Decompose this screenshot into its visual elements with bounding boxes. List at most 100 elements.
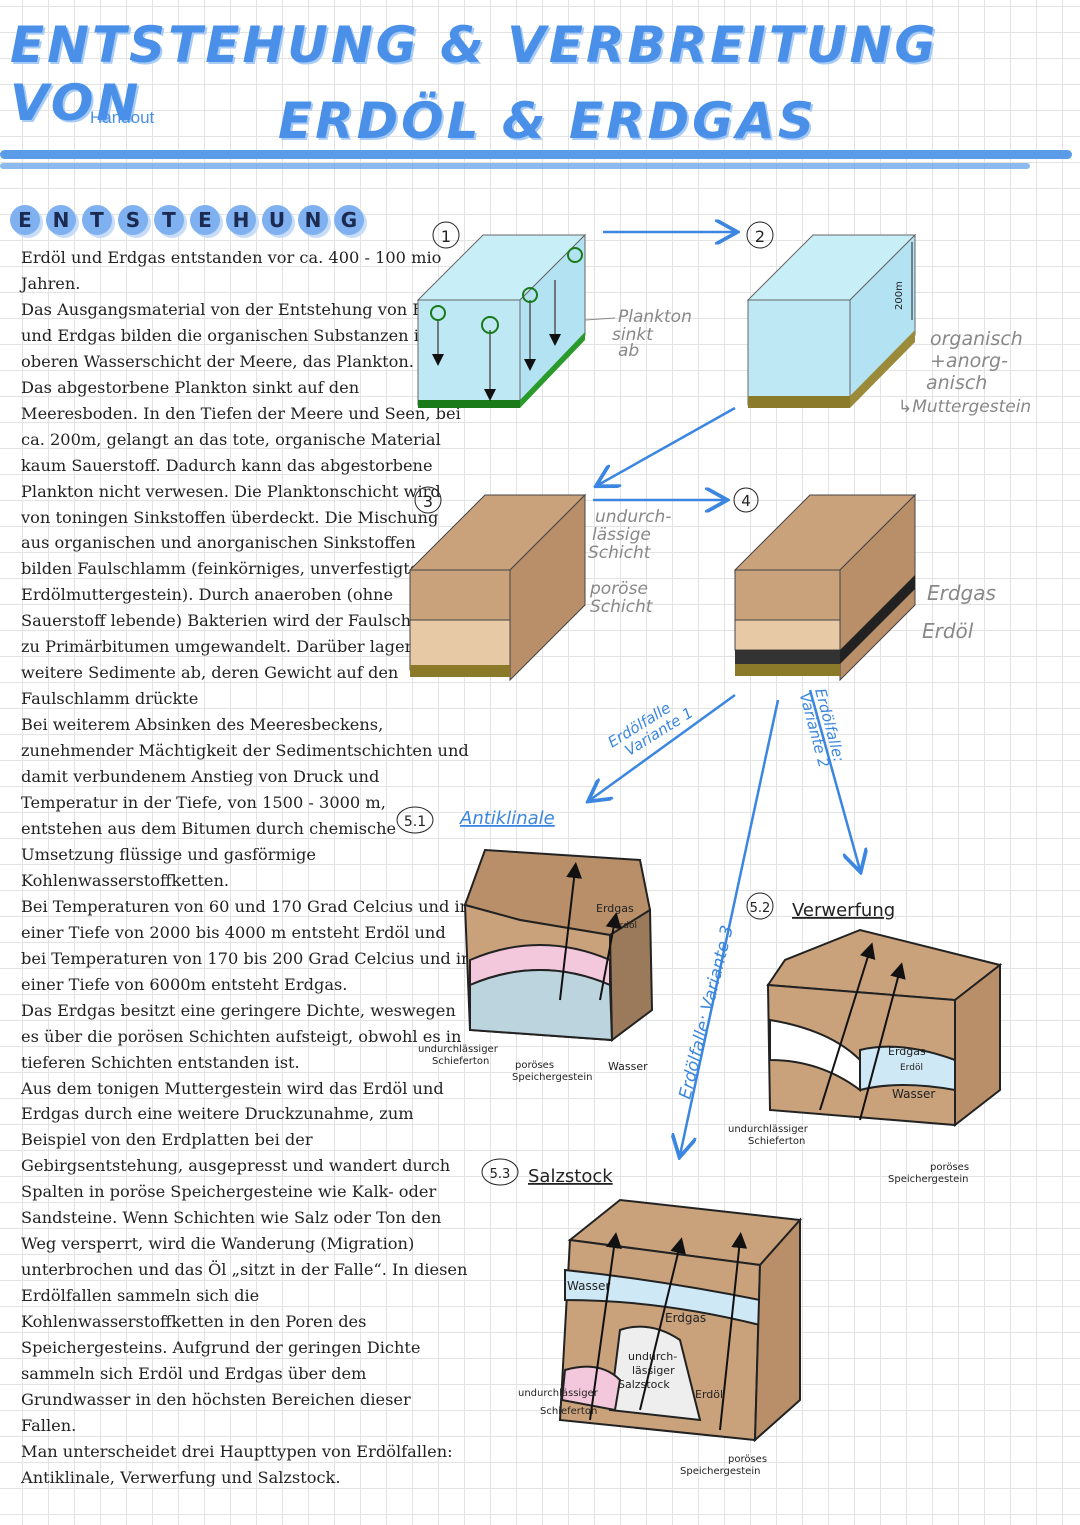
trap-2-water: Wasser <box>892 1087 935 1101</box>
trap-3-oil: Erdöl <box>695 1388 723 1401</box>
step-3-number: 3 <box>423 492 433 511</box>
variant-3-label: Erdölfalle: Variante 3 <box>675 923 738 1101</box>
trap-1-oil: Erdöl <box>614 921 637 931</box>
trap-2-fault-block <box>766 928 1003 1128</box>
block-4-oil-gas <box>733 493 917 682</box>
body-line: Spalten in poröse Speichergesteine wie K… <box>21 1182 437 1202</box>
body-line: Grundwasser in den höchsten Bereichen di… <box>21 1389 411 1409</box>
body-line: Meeresboden. In den Tiefen der Meere und… <box>21 403 461 423</box>
trap-1-title: Antiklinale <box>459 808 555 829</box>
heading-letter: E <box>10 205 40 235</box>
heading-letter: T <box>82 205 112 235</box>
trap-3-title: Salzstock <box>528 1166 613 1187</box>
body-line: Antiklinale, Verwerfung und Salzstock. <box>21 1467 341 1487</box>
body-line: Aus dem tonigen Muttergestein wird das E… <box>21 1078 444 1098</box>
step-1-number: 1 <box>441 227 451 246</box>
body-line: Sandsteine. Wenn Schichten wie Salz oder… <box>21 1208 442 1228</box>
title-line-1: ENTSTEHUNG & VERBREITUNG VON <box>10 16 939 132</box>
body-line: Speichergesteins. Aufgrund der geringen … <box>21 1338 421 1358</box>
body-line: zu Primärbitumen umgewandelt. Darüber la… <box>21 637 477 657</box>
body-line: bei Temperaturen von 170 bis 200 Grad Ce… <box>21 948 472 968</box>
arrow-variant-2 <box>808 689 860 870</box>
body-line: entstehen aus dem Bitumen durch chemisch… <box>21 818 397 838</box>
body-line: Das Ausgangsmaterial von der Entstehung … <box>21 299 458 319</box>
body-line: Weg versperrt, wird die Wanderung (Migra… <box>21 1234 415 1254</box>
body-line: Umsetzung flüssige und gasförmige <box>21 844 316 864</box>
heading-letter: S <box>118 205 148 235</box>
body-line: Das Erdgas besitzt eine geringere Dichte… <box>21 1000 456 1020</box>
body-line: Sauerstoff lebende) Bakterien wird der F… <box>21 611 457 631</box>
body-line: Bei weiterem Absinken des Meeresbeckens, <box>21 715 384 735</box>
body-line: oberen Wasserschicht der Meere, das Plan… <box>21 351 414 371</box>
body-line: sammeln sich Erdöl und Erdgas über dem <box>21 1363 367 1383</box>
body-line: kaum Sauerstoff. Dadurch kann das abgest… <box>21 455 433 475</box>
body-text: Erdöl und Erdgas entstanden vor ca. 400 … <box>21 245 477 1491</box>
header-divider-2 <box>0 163 1030 169</box>
body-line: Erdöl und Erdgas entstanden vor ca. 400 … <box>21 248 442 267</box>
body-line: unterbrochen und das Öl „sitzt in der Fa… <box>21 1260 468 1280</box>
body-line: bilden Faulschlamm (feinkörniges, unverf… <box>21 559 428 579</box>
oil-label: Erdöl <box>922 619 974 643</box>
trap-3-water: Wasser <box>567 1279 610 1293</box>
body-line: Kohlenwasserstoffketten in den Poren des <box>21 1312 367 1332</box>
mother-rock-label: organisch+anorg-anisch↳Muttergestein <box>898 328 1031 417</box>
arrow-variant-3 <box>680 699 780 1155</box>
trap-1-gas: Erdgas <box>596 902 634 915</box>
depth-label: 200m <box>894 281 905 310</box>
block-3-layers <box>408 493 587 682</box>
trap-2-gas: Erdgas <box>888 1045 926 1058</box>
arrow-variant-1 <box>590 693 736 800</box>
heading-letter: E <box>190 205 220 235</box>
heading-letter: T <box>154 205 184 235</box>
body-line: einer Tiefe von 6000m entsteht Erdgas. <box>21 974 348 994</box>
body-line: Jahren. <box>21 273 81 293</box>
trap-3-salt-dome-block <box>558 1198 803 1443</box>
heading-letter: H <box>226 205 256 235</box>
heading-letter: N <box>298 205 328 235</box>
body-line: Erdölmuttergestein). Durch anaeroben (oh… <box>21 585 394 605</box>
variant-1-label: ErdölfalleVariante 1 <box>605 690 697 765</box>
trap-2-number: 5.2 <box>750 901 771 916</box>
body-line: damit verbundenem Anstieg von Druck und <box>21 767 380 787</box>
trap-3-number: 5.3 <box>490 1167 511 1182</box>
arrow-2-to-3 <box>598 406 736 485</box>
body-line: Beispiel von den Erdplatten bei der <box>21 1130 313 1150</box>
body-line: Bei Temperaturen von 60 und 170 Grad Cel… <box>21 896 471 916</box>
trap-1-water-label: Wasser <box>608 1060 648 1073</box>
migration-arrows <box>559 862 906 1431</box>
body-line: Erdgas durch eine weitere Druckzunahme, … <box>21 1104 414 1124</box>
gas-label: Erdgas <box>927 581 996 605</box>
heading-letter: U <box>262 205 292 235</box>
body-line: Gebirgsentstehung, ausgepresst und wande… <box>21 1156 451 1176</box>
trap-1-anticline-block <box>463 848 654 1042</box>
heading-letter: N <box>46 205 76 235</box>
body-line: tieferen Schichten entstanden ist. <box>21 1052 300 1072</box>
trap-1-number: 5.1 <box>404 814 426 830</box>
body-line: aus organischen und anorganischen Sinkst… <box>21 533 416 553</box>
body-line: Kohlenwasserstoffketten. <box>21 870 230 890</box>
title-line-2: ERDÖL & ERDGAS <box>278 92 817 150</box>
variant-2-label: Erdölfalle:Variante 2 <box>796 686 849 769</box>
handout-label: Handout <box>90 108 155 127</box>
body-line: ca. 200m, gelangt an das tote, organisch… <box>21 429 441 449</box>
body-line: von toningen Sinkstoffen überdeckt. Die … <box>21 507 439 527</box>
heading-letter: G <box>334 205 364 235</box>
block-2-sediment <box>746 233 917 408</box>
step-4-number: 4 <box>741 492 751 510</box>
body-line: Faulschlamm drückte <box>21 689 199 709</box>
trap-3-gas: Erdgas <box>665 1311 706 1325</box>
body-line: Temperatur in der Tiefe, von 1500 - 3000… <box>21 793 386 813</box>
body-line: einer Tiefe von 2000 bis 4000 m entsteht… <box>21 922 446 942</box>
body-line: Man unterscheidet drei Haupttypen von Er… <box>21 1441 453 1461</box>
step-2-number: 2 <box>755 227 765 246</box>
